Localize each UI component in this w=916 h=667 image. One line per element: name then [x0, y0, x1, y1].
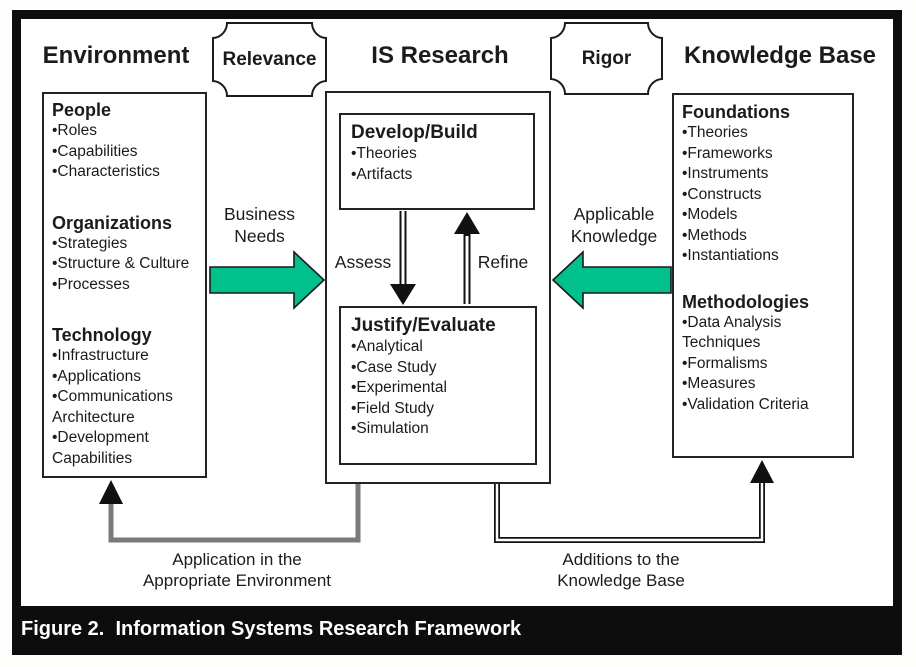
list-item: •Structure & Culture	[52, 255, 190, 272]
foundations-section: Foundations •Theories •Frameworks •Instrum…	[682, 101, 850, 267]
list-item: •Measures	[682, 375, 756, 392]
list-item: •Theories	[351, 145, 417, 162]
list-item: •Infrastructure	[52, 347, 149, 364]
list-item: •Strategies	[52, 234, 128, 252]
section-title: Methodologies	[682, 291, 809, 312]
technology-section: Technology •Infrastructure •Applications •…	[52, 324, 203, 469]
environment-box: People •Roles •Capabilities •Characteristi…	[42, 92, 207, 478]
application-environment-note: Application in the Appropriate Environme…	[142, 550, 332, 590]
list-item: •Models	[682, 206, 738, 223]
list-item: •Case Study	[351, 358, 437, 376]
plaque-shape-icon	[550, 22, 663, 95]
methodologies-section: Methodologies •Data Analysis Techniques •…	[682, 291, 850, 416]
list-item: •Data Analysis Techniques	[682, 313, 782, 352]
list-item: •Frameworks	[682, 144, 773, 162]
justify-evaluate-title: Justify/Evaluate	[351, 315, 496, 336]
justify-evaluate-box: Justify/Evaluate •Analytical •Case Study •…	[339, 306, 537, 465]
people-section: People •Roles •Capabilities •Characteristi…	[52, 99, 203, 183]
section-title: Foundations	[682, 102, 790, 122]
list-item: •Artifacts	[351, 165, 413, 183]
list-item: •Validation Criteria	[682, 395, 809, 413]
list-item: •Communications Architecture	[52, 388, 173, 426]
business-needs-label: Business Needs	[223, 204, 295, 246]
list-item: •Processes	[52, 275, 130, 293]
list-item: •Development Capabilities	[52, 429, 149, 467]
refine-label: Refine	[477, 252, 529, 272]
develop-build-title: Develop/Build	[351, 122, 478, 143]
figure-caption: Figure 2. Information Systems Research F…	[12, 606, 902, 655]
relevance-badge: Relevance	[212, 22, 327, 97]
section-title: Organizations	[52, 212, 173, 233]
develop-build-box: Develop/Build •Theories •Artifacts	[339, 113, 535, 210]
knowledge-base-box: Foundations •Theories •Frameworks •Instrum…	[672, 93, 854, 458]
list-item: •Methods	[682, 226, 747, 244]
list-item: •Simulation	[351, 420, 429, 437]
section-title: Technology	[52, 325, 152, 345]
organizations-section: Organizations •Strategies •Structure & Cu…	[52, 212, 203, 296]
list-item: •Formalisms	[682, 354, 768, 372]
rigor-label: Rigor	[581, 47, 632, 69]
additions-knowledge-base-note: Additions to the Knowledge Base	[557, 550, 685, 590]
list-item: •Field Study	[351, 399, 434, 417]
list-item: •Instantiations	[682, 247, 779, 264]
list-item: •Constructs	[682, 185, 762, 203]
rigor-badge: Rigor	[550, 22, 663, 95]
is-research-title: IS Research	[371, 42, 509, 69]
list-item: •Experimental	[351, 379, 447, 396]
plaque-shape-icon	[212, 22, 327, 97]
applicable-knowledge-label: Applicable Knowledge	[570, 204, 658, 246]
list-item: •Instruments	[682, 165, 769, 182]
list-item: •Capabilities	[52, 142, 138, 160]
list-item: •Roles	[52, 122, 98, 139]
environment-title: Environment	[42, 42, 190, 69]
section-title: People	[52, 100, 112, 120]
list-item: •Theories	[682, 124, 748, 141]
list-item: •Characteristics	[52, 163, 160, 180]
list-item: •Applications	[52, 367, 142, 385]
assess-label: Assess	[334, 252, 392, 272]
list-item: •Analytical	[351, 338, 423, 355]
relevance-label: Relevance	[222, 48, 317, 70]
knowledge-base-title: Knowledge Base	[683, 42, 877, 69]
